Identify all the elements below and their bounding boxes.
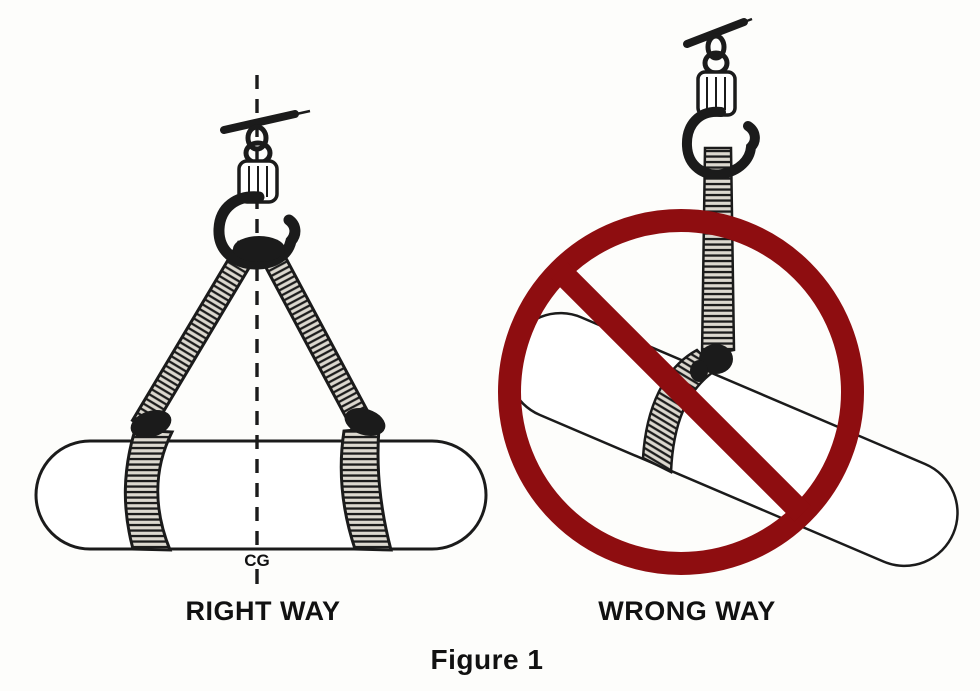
cg-label: CG: [244, 551, 270, 570]
figure-caption: Figure 1: [430, 644, 544, 675]
choker-knot: [699, 344, 733, 374]
sling-apex-knot: [233, 236, 285, 262]
right-way-label: RIGHT WAY: [185, 596, 341, 626]
load-cylinder: [34, 439, 488, 551]
prohibition-icon: [498, 209, 864, 575]
sling-wrap-right: [339, 426, 393, 552]
choker-knot-right: [344, 408, 386, 436]
wrong-way-label: WRONG WAY: [598, 596, 776, 626]
sling-leg-left: [130, 240, 260, 434]
crane-hook-icon: [213, 109, 311, 270]
crane-hook-icon: [682, 17, 760, 180]
choker-knot-left: [130, 410, 172, 438]
choker-knot-small: [690, 360, 708, 382]
sling-wrap-left: [123, 428, 175, 552]
sling-vertical: [700, 146, 736, 358]
right-way-illustration: CG: [34, 75, 488, 584]
wrong-way-illustration: [498, 17, 959, 575]
sling-leg-right: [256, 240, 374, 432]
